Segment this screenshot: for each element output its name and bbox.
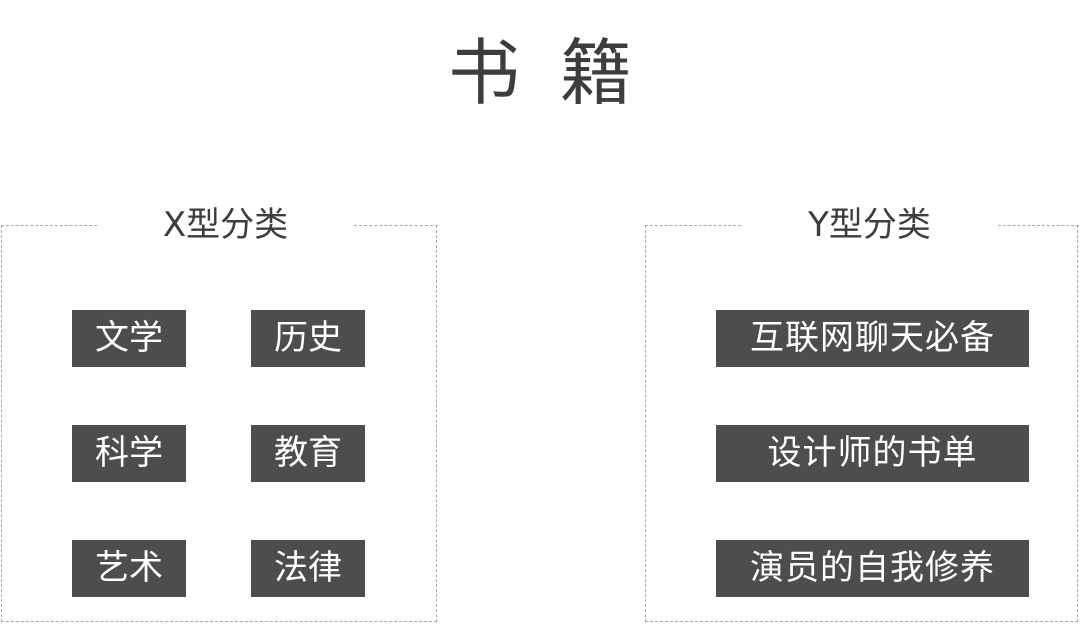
x-panel-title: X型分类	[162, 205, 289, 245]
tag-law: 法律	[251, 540, 365, 597]
tag-internet-chat: 互联网聊天必备	[716, 310, 1029, 367]
tag-education: 教育	[251, 425, 365, 482]
tag-actor-self-cultivation: 演员的自我修养	[716, 540, 1029, 597]
x-category-panel: X型分类 文学 历史 科学 教育 艺术 法律	[1, 205, 438, 622]
page-title: 书籍	[447, 31, 672, 115]
panel-border-segment	[354, 225, 438, 226]
panel-border-segment	[645, 225, 741, 226]
y-panel-title: Y型分类	[808, 205, 931, 245]
panel-border-segment	[1, 225, 97, 226]
tag-science: 科学	[72, 425, 186, 482]
panel-border-segment	[998, 225, 1079, 226]
tag-literature: 文学	[72, 310, 186, 367]
tag-designer-booklist: 设计师的书单	[716, 425, 1029, 482]
y-category-panel: Y型分类 互联网聊天必备 设计师的书单 演员的自我修养	[645, 205, 1079, 622]
tag-art: 艺术	[72, 540, 186, 597]
tag-history: 历史	[251, 310, 365, 367]
